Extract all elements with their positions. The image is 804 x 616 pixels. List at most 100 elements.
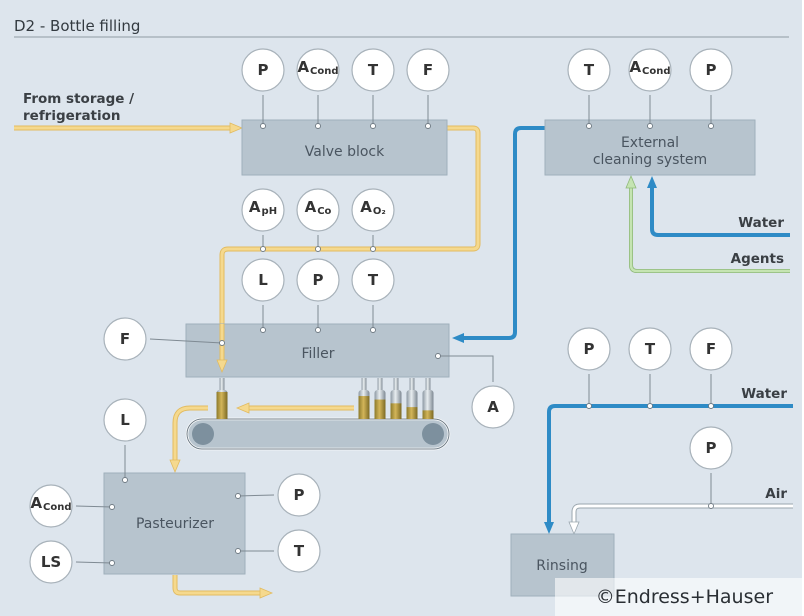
- sensor-circle: [689, 426, 733, 470]
- valve-sensor-2[interactable]: T: [351, 48, 395, 129]
- arrow-head-icon: [169, 459, 181, 474]
- filler-sensor-0[interactable]: L: [241, 258, 285, 333]
- sensor-label: T: [645, 340, 656, 358]
- sensor-label: P: [706, 61, 717, 79]
- arrow-head-icon: [259, 587, 274, 599]
- valve-sensor-0[interactable]: P: [241, 48, 285, 129]
- connection-point: [708, 123, 714, 129]
- connection-point: [260, 123, 266, 129]
- sensor-circle: [689, 327, 733, 371]
- connection-point: [425, 123, 431, 129]
- sensor-circle: [689, 48, 733, 92]
- connection-point: [235, 493, 241, 499]
- filler-sensor-2[interactable]: T: [351, 258, 395, 333]
- sensor-label: T: [368, 271, 379, 289]
- product-outlet-pipe: [172, 575, 274, 599]
- pasteurizer-level-sensor[interactable]: L: [103, 398, 147, 483]
- sensor-label: T: [584, 61, 595, 79]
- rinsing-air-sensor[interactable]: P: [689, 426, 733, 509]
- filler-analysis-sensor[interactable]: A: [435, 353, 515, 429]
- valve-sensor-3[interactable]: F: [406, 48, 450, 129]
- connection-point: [435, 353, 441, 359]
- sensor-circle: [29, 484, 73, 528]
- sensor-circle: [471, 385, 515, 429]
- external-cleaning-system[interactable]: External cleaning system: [544, 119, 756, 176]
- bottle: [216, 378, 228, 419]
- filler-flow-sensor[interactable]: F: [103, 317, 225, 361]
- cleaning-sensor-2[interactable]: P: [689, 48, 733, 129]
- arrow-head-icon: [229, 122, 244, 134]
- cleaning-water-label: Water: [738, 215, 784, 231]
- analysis-sensor-1[interactable]: ACo: [296, 188, 340, 252]
- sensor-label: A: [487, 398, 499, 416]
- cleaning-sensor-1[interactable]: ACond: [628, 48, 672, 129]
- rinsing-water-label: Water: [741, 386, 787, 402]
- connection-point: [708, 503, 714, 509]
- analysis-sensor-0[interactable]: ApH: [241, 188, 285, 252]
- connection-point: [315, 123, 321, 129]
- pasteurizer[interactable]: Pasteurizer: [103, 472, 246, 575]
- sensor-circle: [351, 188, 395, 232]
- product-pipe-to-pasteurizer: [169, 405, 208, 474]
- filler-label: Filler: [301, 346, 334, 362]
- cleaning-sensor-0[interactable]: T: [567, 48, 611, 129]
- air-label: Air: [765, 486, 787, 502]
- rinsing-air-pipe: [568, 503, 793, 536]
- arrow-head-icon: [544, 522, 554, 534]
- bottle: [358, 378, 370, 419]
- conveyor-roller-left: [192, 423, 214, 445]
- sensor-label: P: [294, 486, 305, 504]
- bottle: [390, 378, 402, 419]
- analysis-sensor-2[interactable]: AO₂: [351, 188, 395, 252]
- signal-line: [438, 355, 494, 382]
- product-inlet-pipe: [14, 122, 244, 134]
- connection-point: [647, 403, 653, 409]
- arrow-head-icon: [647, 176, 657, 188]
- sensor-label: T: [368, 61, 379, 79]
- connection-point: [235, 548, 241, 554]
- sensor-circle: [628, 327, 672, 371]
- right-edge: [802, 0, 804, 616]
- filler-sensor-1[interactable]: P: [296, 258, 340, 333]
- connection-point: [708, 403, 714, 409]
- valve-block-label: Valve block: [305, 144, 385, 160]
- connection-point: [370, 246, 376, 252]
- arrow-head-icon: [625, 174, 637, 189]
- pasteurizer-cond-sensor[interactable]: ACond: [29, 484, 115, 528]
- pasteurizer-pressure-sensor[interactable]: P: [235, 473, 321, 517]
- rinsing-water-sensor-0[interactable]: P: [567, 327, 611, 409]
- sensor-label: AO₂: [360, 198, 386, 217]
- sensor-label: ACond: [297, 58, 338, 77]
- bottle-fill-level: [216, 392, 228, 419]
- from-storage-label-line1: From storage /: [23, 91, 134, 107]
- bottle-fill-level: [406, 407, 418, 419]
- cleaning-agents-pipe: [625, 174, 790, 273]
- pasteurizer-temp-sensor[interactable]: T: [235, 529, 321, 573]
- bottle: [406, 378, 418, 419]
- connection-point: [370, 123, 376, 129]
- sensor-label: P: [584, 340, 595, 358]
- sensor-circle: [567, 48, 611, 92]
- arrow-head-icon: [568, 521, 580, 536]
- cleaning-label-line2: cleaning system: [593, 152, 707, 168]
- bottle-fill-level: [374, 399, 386, 419]
- connection-point: [315, 327, 321, 333]
- conveyor-direction-arrow: [235, 402, 354, 414]
- sensor-circle: [241, 188, 285, 232]
- sensor-circle: [103, 317, 147, 361]
- pasteurizer-ls-sensor[interactable]: LS: [29, 540, 115, 584]
- sensor-label: LS: [41, 553, 61, 571]
- rinsing-water-sensor-1[interactable]: T: [628, 327, 672, 409]
- sensor-circle: [277, 473, 321, 517]
- sensor-label: T: [294, 542, 305, 560]
- sensor-circle: [351, 258, 395, 302]
- rinsing-water-sensor-2[interactable]: F: [689, 327, 733, 409]
- valve-sensor-1[interactable]: ACond: [296, 48, 340, 129]
- bottle-fill-level: [390, 403, 402, 419]
- connection-point: [219, 340, 225, 346]
- pipes: [14, 122, 793, 599]
- connection-point: [315, 246, 321, 252]
- bottle-fill-level: [422, 410, 434, 419]
- valve-block[interactable]: Valve block: [241, 119, 448, 176]
